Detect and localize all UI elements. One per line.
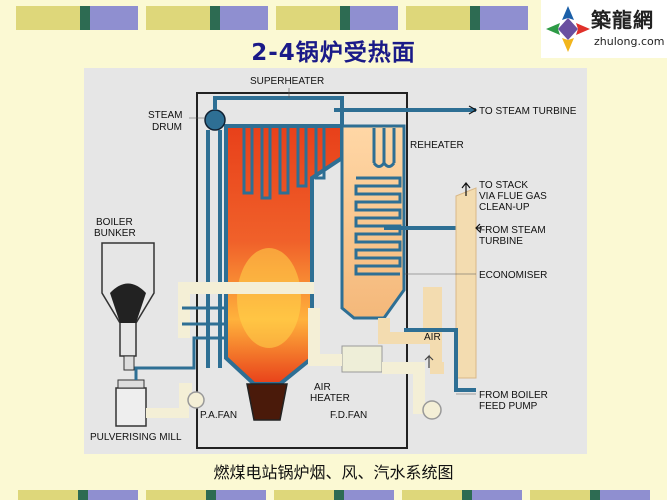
secondary-air-ducts (182, 306, 224, 326)
flue-duct-to-stack (378, 287, 444, 374)
label-pa-fan: P.A.FAN (200, 410, 237, 421)
label-air-heater-1: AIR (314, 382, 331, 393)
ash-hopper (246, 383, 288, 421)
zhulong-logo-icon (546, 6, 590, 52)
stack (455, 187, 477, 379)
zhulong-logo: 築龍網 zhulong.com (541, 0, 667, 58)
flame-glow (237, 248, 301, 348)
superheater-platens (242, 128, 326, 200)
to-turbine-arrow (468, 105, 478, 115)
air-heater (341, 345, 383, 373)
label-from-boiler-feed-pump-1: FROM BOILER (479, 390, 548, 401)
label-air-heater-2: HEATER (310, 393, 350, 404)
label-to-stack-3: CLEAN-UP (479, 202, 530, 213)
pa-fan (187, 391, 205, 409)
coal-to-burner-pipe (134, 336, 224, 380)
reheater-coils (372, 128, 396, 168)
label-to-stack-2: VIA FLUE GAS (479, 191, 547, 202)
label-reheater: REHEATER (410, 140, 464, 151)
hot-air-duct (178, 282, 342, 366)
mill-base (117, 379, 145, 389)
slide-caption: 燃煤电站锅炉烟、风、汽水系统图 (213, 463, 454, 482)
label-steam-drum-1: STEAM (148, 110, 182, 121)
downcomer-pipes (206, 130, 222, 368)
coal-pile (110, 283, 146, 323)
slide-title: 2-4锅炉受热面 (251, 40, 416, 66)
fd-fan (422, 400, 442, 420)
coal-feeder (123, 355, 135, 371)
drum-to-superheater-pipe (213, 96, 344, 126)
label-to-steam-turbine: TO STEAM TURBINE (479, 106, 577, 117)
pulverising-mill (115, 387, 147, 427)
label-from-steam-turbine-1: FROM STEAM (479, 225, 546, 236)
label-boiler-bunker-1: BOILER (96, 217, 133, 228)
leader-lines (189, 88, 476, 395)
stack-arrow (461, 182, 471, 196)
boiler-diagram: SUPERHEATER STEAM DRUM TO STEAM TURBINE … (84, 68, 587, 454)
label-from-steam-turbine-2: TURBINE (479, 236, 523, 247)
pa-fan-duct (146, 383, 192, 418)
from-turbine-arrow (475, 223, 482, 233)
label-pulverising-mill: PULVERISING MILL (90, 432, 182, 443)
logo-url-text: zhulong.com (594, 35, 665, 48)
label-from-boiler-feed-pump-2: FEED PUMP (479, 401, 538, 412)
economiser-coils (354, 176, 402, 276)
label-superheater: SUPERHEATER (250, 76, 324, 87)
logo-chinese-text: 築龍網 (591, 8, 654, 32)
feed-water-pipe (404, 328, 476, 392)
label-boiler-bunker-2: BUNKER (94, 228, 136, 239)
steam-drum (204, 109, 226, 131)
label-fd-fan: F.D.FAN (330, 410, 367, 421)
label-air: AIR (424, 332, 441, 343)
air-inlet-arrow (424, 354, 434, 368)
bottom-decorative-band (0, 490, 667, 500)
fd-fan-duct (382, 362, 426, 414)
top-decorative-band (0, 6, 667, 30)
boiler-casing (196, 92, 408, 449)
label-to-stack-1: TO STACK (479, 180, 528, 191)
label-steam-drum-2: DRUM (152, 122, 182, 133)
label-economiser: ECONOMISER (479, 270, 547, 281)
